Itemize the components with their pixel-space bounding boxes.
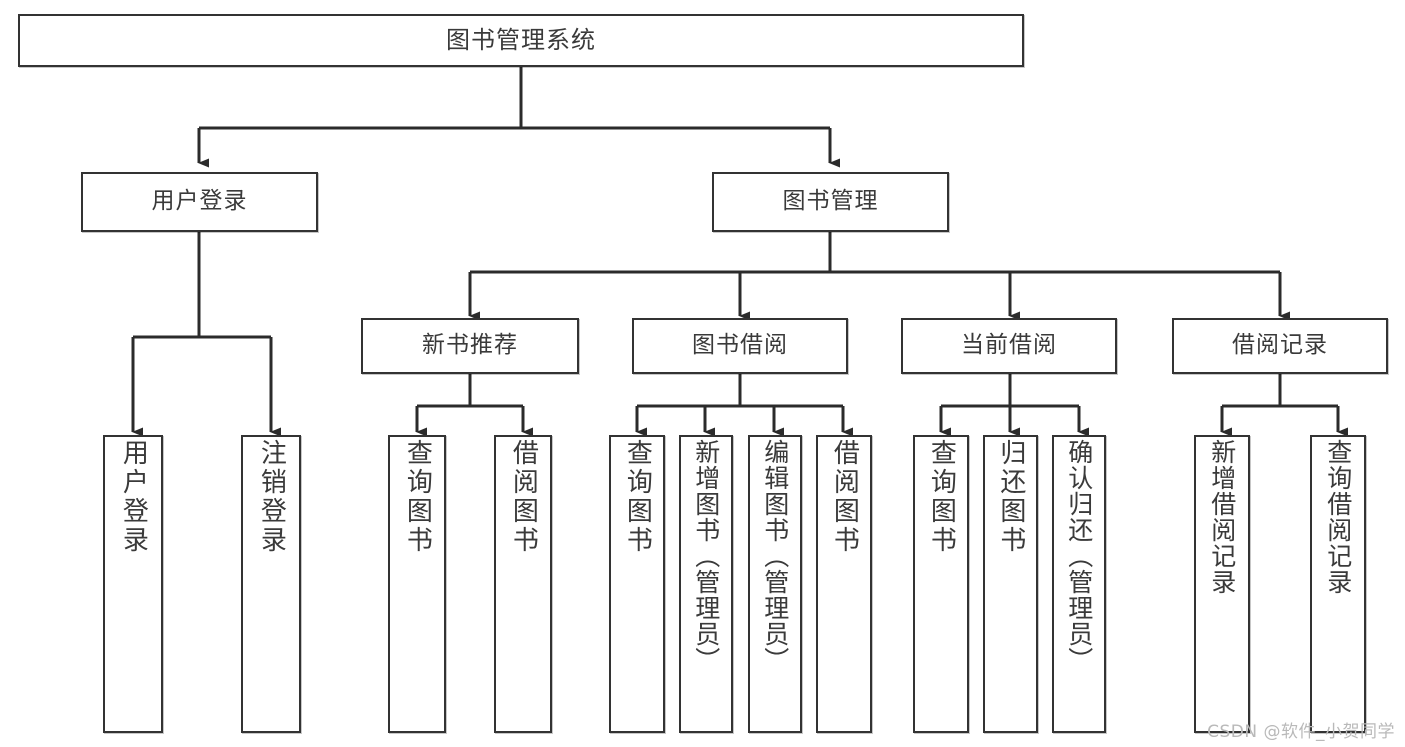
- node-label: 查询图书: [926, 439, 957, 555]
- node-label: 确认归还（管理员）: [1064, 439, 1094, 673]
- node-label: 图书借阅: [692, 332, 788, 359]
- node-user-login[interactable]: 用户登录: [81, 172, 318, 232]
- node-label: 借阅图书: [508, 439, 539, 555]
- leaf-user-logout[interactable]: 注销登录: [241, 435, 301, 733]
- node-label: 注销登录: [256, 439, 287, 555]
- edge-userlogin-to-leaves: [131, 232, 281, 437]
- node-borrow-record[interactable]: 借阅记录: [1172, 318, 1388, 374]
- leaf-edit-book-admin[interactable]: 编辑图书（管理员）: [748, 435, 802, 733]
- edge-currentborrow-to-leaves: [939, 374, 1089, 437]
- csdn-watermark: CSDN @软件_小贺同学: [1207, 722, 1395, 742]
- node-book-manage[interactable]: 图书管理: [712, 172, 949, 232]
- leaf-add-borrow-record[interactable]: 新增借阅记录: [1194, 435, 1250, 733]
- node-label: 新增图书（管理员）: [691, 439, 721, 673]
- node-label: 归还图书: [995, 439, 1026, 555]
- leaf-user-login[interactable]: 用户登录: [103, 435, 163, 733]
- node-label: 用户登录: [118, 439, 149, 555]
- node-label: 查询图书: [622, 439, 653, 555]
- node-label: 新增借阅记录: [1207, 439, 1237, 595]
- leaf-borrow-book-recommend[interactable]: 借阅图书: [494, 435, 552, 733]
- node-current-borrow[interactable]: 当前借阅: [901, 318, 1117, 374]
- node-book-borrow[interactable]: 图书借阅: [632, 318, 848, 374]
- node-label: 编辑图书（管理员）: [760, 439, 790, 673]
- node-label: 借阅图书: [829, 439, 860, 555]
- leaf-borrow-book[interactable]: 借阅图书: [816, 435, 872, 733]
- leaf-return-book[interactable]: 归还图书: [983, 435, 1038, 733]
- node-label: 图书管理系统: [446, 26, 596, 55]
- node-new-book-recommend[interactable]: 新书推荐: [361, 318, 579, 374]
- node-label: 图书管理: [782, 188, 879, 215]
- leaf-query-book-current[interactable]: 查询图书: [913, 435, 969, 733]
- node-label: 借阅记录: [1232, 332, 1328, 359]
- edge-bookborrow-to-leaves: [635, 374, 853, 437]
- node-label: 新书推荐: [422, 332, 518, 359]
- leaf-query-book-recommend[interactable]: 查询图书: [388, 435, 446, 733]
- node-label: 当前借阅: [961, 332, 1057, 359]
- leaf-add-book-admin[interactable]: 新增图书（管理员）: [679, 435, 733, 733]
- edge-newbook-to-leaves: [415, 374, 533, 437]
- leaf-query-borrow-record[interactable]: 查询借阅记录: [1310, 435, 1366, 733]
- node-label: 查询借阅记录: [1323, 439, 1353, 595]
- edge-root-to-level1: [197, 67, 840, 168]
- node-root-system[interactable]: 图书管理系统: [18, 14, 1024, 67]
- edge-bookmanage-to-level2: [468, 232, 1290, 321]
- node-label: 查询图书: [402, 439, 433, 555]
- leaf-confirm-return-admin[interactable]: 确认归还（管理员）: [1052, 435, 1106, 733]
- leaf-query-book-borrow[interactable]: 查询图书: [609, 435, 665, 733]
- node-label: 用户登录: [151, 188, 248, 215]
- edge-borrowrecord-to-leaves: [1220, 374, 1348, 437]
